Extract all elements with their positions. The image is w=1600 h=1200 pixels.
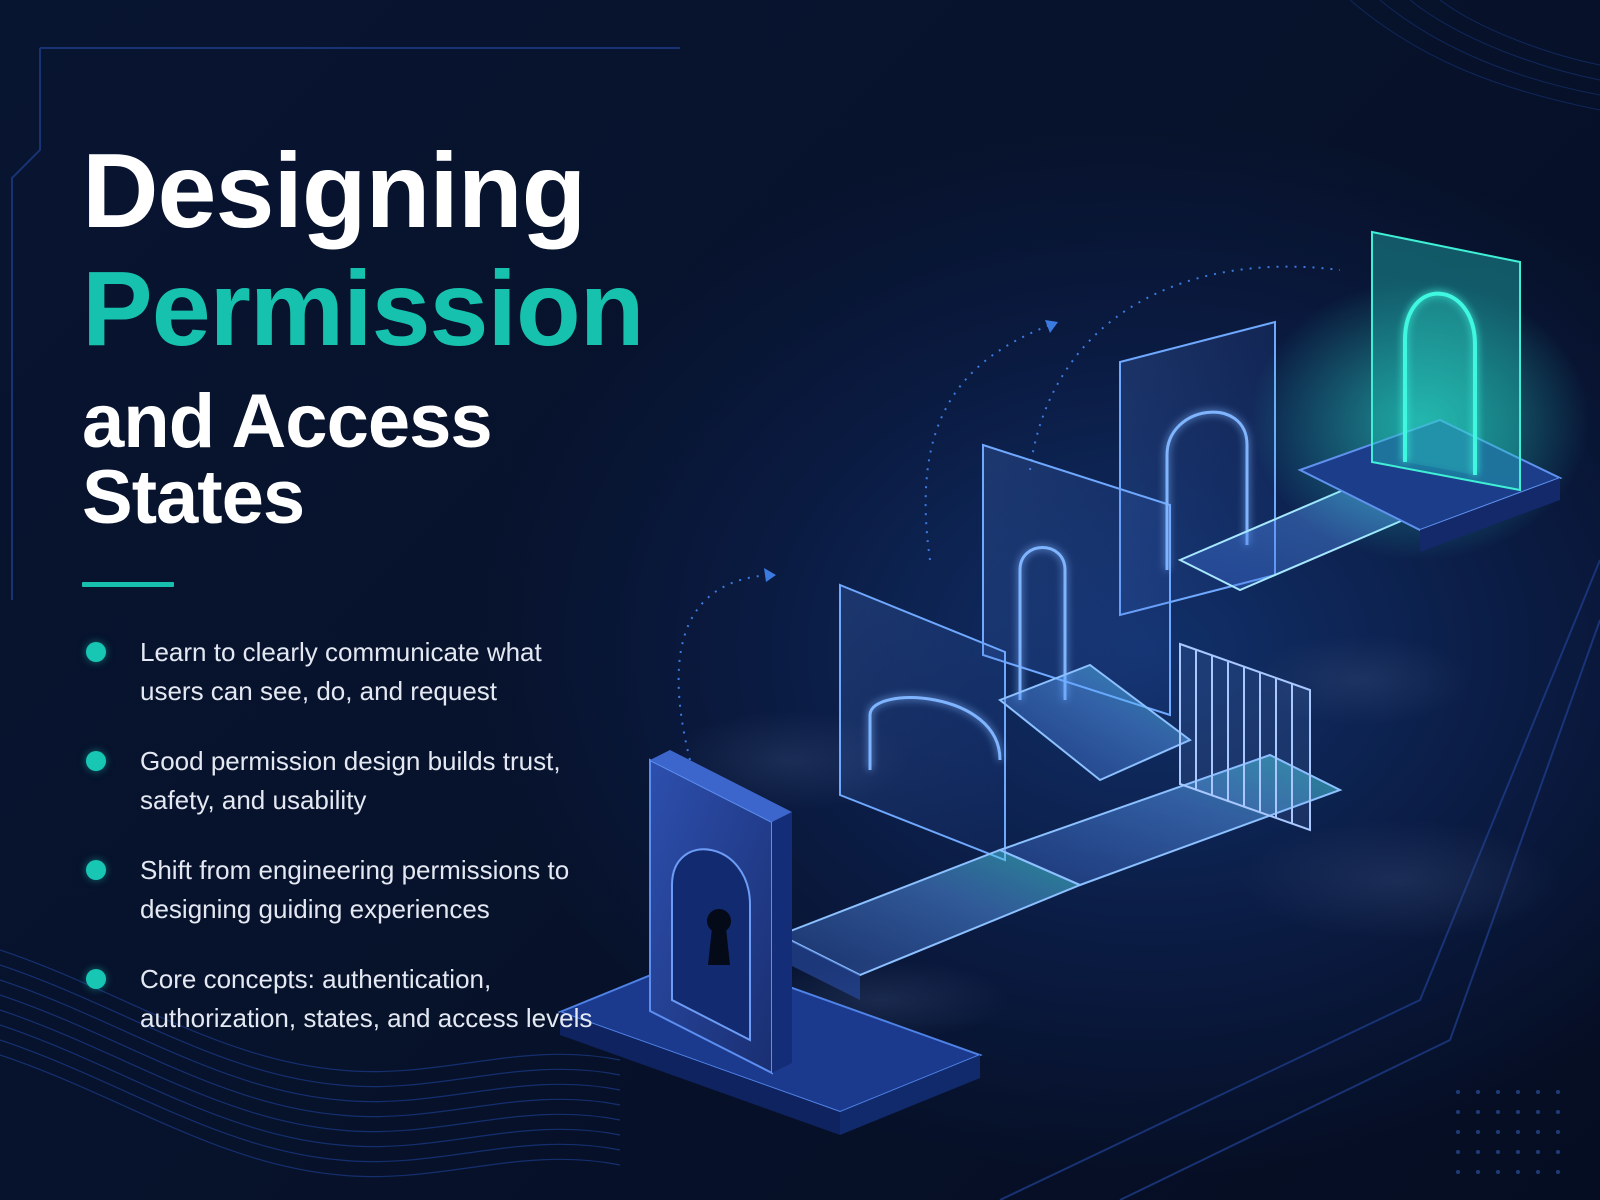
accent-divider [82,582,174,587]
bullet-list: Learn to clearly communicate what users … [82,633,702,1038]
frame-lines [11,47,1600,1200]
title-line-1: Designing [82,132,586,250]
list-item: Learn to clearly communicate what users … [82,633,702,711]
barred-gate-icon [1179,642,1311,832]
bullet-text: Core concepts: authentication, authoriza… [140,964,593,1033]
title-line-3: and Access States [82,379,493,540]
wave-lines [0,949,621,1178]
title-line-2-highlight: Permission [82,250,644,368]
list-item: Core concepts: authentication, authoriza… [82,960,702,1038]
bullet-dot-icon [86,969,106,989]
open-glowing-door-icon [1297,230,1563,552]
bullet-text: Shift from engineering permissions to de… [140,855,570,924]
dot-grid [1456,1090,1560,1174]
dotted-arc [677,265,1341,761]
fog-cloud [1250,635,1470,725]
bullet-text: Learn to clearly communicate what users … [140,637,542,706]
arch-gate-icon [868,410,1249,770]
bullet-text: Good permission design builds trust, saf… [140,746,561,815]
arrow-head-icon [764,568,776,582]
bullet-dot-icon [86,642,106,662]
bullet-dot-icon [86,751,106,771]
keyhole-icon [707,909,731,965]
text-column: Designing Permission and Access States L… [82,138,702,1069]
fog-cloud [1240,820,1560,940]
wave-lines-top [1349,0,1600,111]
glass-panel [839,320,1276,862]
bullet-dot-icon [86,860,106,880]
page-title: Designing Permission and Access States [82,138,702,536]
list-item: Shift from engineering permissions to de… [82,851,702,929]
list-item: Good permission design builds trust, saf… [82,742,702,820]
arrow-head-icon [1045,320,1058,333]
